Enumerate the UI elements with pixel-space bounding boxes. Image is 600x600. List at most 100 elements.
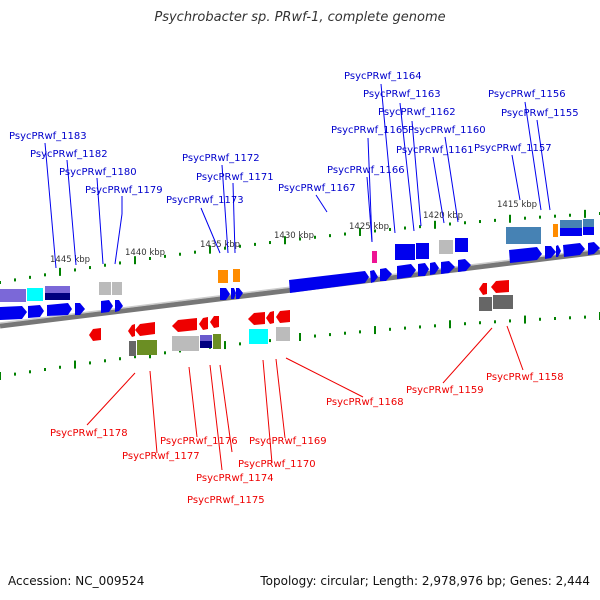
forward-gene[interactable] [588,242,600,255]
forward-gene[interactable] [28,305,44,318]
gene-label-forward[interactable]: PsycPRwf_1163 [363,89,441,100]
gene-label-forward[interactable]: PsycPRwf_1171 [196,172,274,183]
feature-box[interactable] [560,228,582,236]
feature-box[interactable] [560,220,582,228]
forward-gene[interactable] [380,268,392,281]
gene-label-reverse[interactable]: PsycPRwf_1168 [326,397,404,408]
gene-label-forward[interactable]: PsycPRwf_1167 [278,183,356,194]
gene-label-forward[interactable]: PsycPRwf_1180 [59,167,137,178]
gene-label-forward[interactable]: PsycPRwf_1179 [85,185,163,196]
forward-gene[interactable] [441,261,455,274]
gene-label-reverse[interactable]: PsycPRwf_1175 [187,495,265,506]
gene-label-forward[interactable]: PsycPRwf_1164 [344,71,422,82]
forward-gene[interactable] [236,288,243,299]
minor-tick [479,220,481,224]
forward-gene[interactable] [47,303,72,316]
reverse-label-lines [86,325,524,471]
reverse-gene[interactable] [210,316,219,328]
forward-gene[interactable] [418,263,429,276]
feature-box[interactable] [99,282,111,295]
minor-tick [389,227,391,231]
feature-box[interactable] [455,238,468,252]
gene-label-forward[interactable]: PsycPRwf_1156 [488,89,566,100]
gene-label-forward[interactable]: PsycPRwf_1162 [378,107,456,118]
reverse-gene[interactable] [172,318,197,332]
gene-label-reverse[interactable]: PsycPRwf_1174 [196,473,274,484]
forward-gene[interactable] [220,288,230,300]
feature-box[interactable] [276,327,290,341]
gene-label-reverse[interactable]: PsycPRwf_1176 [160,436,238,447]
feature-box[interactable] [479,297,492,311]
reverse-gene[interactable] [89,328,101,341]
feature-box[interactable] [45,286,70,293]
feature-box[interactable] [213,334,221,349]
feature-box[interactable] [395,244,415,260]
gene-label-forward[interactable]: PsycPRwf_1160 [408,125,486,136]
gene-label-forward[interactable]: PsycPRwf_1165 [331,125,409,136]
feature-box[interactable] [506,227,541,244]
gene-label-reverse[interactable]: PsycPRwf_1159 [406,385,484,396]
feature-box[interactable] [553,224,558,237]
gene-label-forward[interactable]: PsycPRwf_1166 [327,165,405,176]
gene-label-reverse[interactable]: PsycPRwf_1178 [50,428,128,439]
reverse-gene[interactable] [479,283,487,295]
feature-box[interactable] [439,240,453,254]
forward-gene[interactable] [101,300,113,313]
gene-label-reverse[interactable]: PsycPRwf_1169 [249,436,327,447]
feature-box[interactable] [249,329,268,344]
feature-box[interactable] [137,340,157,355]
forward-gene[interactable] [563,243,585,257]
gene-label-forward[interactable]: PsycPRwf_1155 [501,108,579,119]
reverse-gene[interactable] [266,311,274,324]
minor-tick [314,235,316,239]
minor-tick [509,319,511,323]
feature-box[interactable] [493,295,513,309]
forward-gene[interactable] [545,246,556,259]
feature-box[interactable] [372,251,377,263]
forward-gene[interactable] [289,271,369,293]
gene-label-forward[interactable]: PsycPRwf_1183 [9,131,87,142]
reverse-gene[interactable] [248,312,265,325]
gene-label-reverse[interactable]: PsycPRwf_1170 [238,459,316,470]
feature-box[interactable] [27,288,43,301]
gene-label-reverse[interactable]: PsycPRwf_1158 [486,372,564,383]
gene-label-forward[interactable]: PsycPRwf_1173 [166,195,244,206]
reverse-gene[interactable] [491,280,509,293]
feature-box[interactable] [218,270,228,283]
feature-box[interactable] [416,243,429,259]
forward-gene[interactable] [75,303,85,315]
feature-box[interactable] [129,341,136,356]
minor-tick [359,330,361,334]
reverse-gene[interactable] [276,310,290,323]
minor-tick [389,327,391,331]
feature-box[interactable] [45,293,70,300]
reverse-gene[interactable] [128,324,135,337]
kbp-label: 1440 kbp [125,248,165,258]
forward-gene[interactable] [231,288,236,299]
feature-box[interactable] [200,335,212,343]
gene-label-forward[interactable]: PsycPRwf_1172 [182,153,260,164]
gene-label-forward[interactable]: PsycPRwf_1157 [474,143,552,154]
gene-label-forward[interactable]: PsycPRwf_1182 [30,149,108,160]
forward-gene[interactable] [556,245,561,257]
feature-box[interactable] [233,269,240,282]
feature-box[interactable] [200,341,212,348]
feature-box[interactable] [583,219,594,227]
gene-label-forward[interactable]: PsycPRwf_1161 [396,145,474,156]
feature-box[interactable] [112,282,122,295]
reverse-gene[interactable] [199,317,208,330]
gene-label-reverse[interactable]: PsycPRwf_1177 [122,451,200,462]
feature-box[interactable] [172,336,199,351]
forward-gene[interactable] [397,264,416,279]
forward-gene[interactable] [115,300,123,312]
forward-gene[interactable] [509,247,542,263]
forward-gene[interactable] [370,270,378,283]
feature-box[interactable] [0,289,26,302]
reverse-gene[interactable] [135,322,155,336]
major-tick [584,209,586,218]
forward-gene[interactable] [430,262,439,275]
major-tick [299,333,301,341]
forward-gene[interactable] [0,306,27,320]
forward-gene[interactable] [458,259,471,272]
feature-box[interactable] [583,227,594,235]
